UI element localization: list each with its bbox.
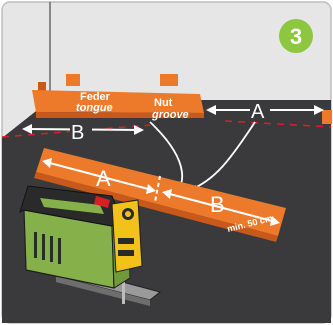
tongue-label: tongue xyxy=(76,102,113,114)
spacer-block xyxy=(160,74,178,86)
offcut-board xyxy=(32,90,204,118)
dim-b-left-label: B xyxy=(71,122,84,144)
groove-label: groove xyxy=(151,109,189,121)
jigsaw-blade xyxy=(122,270,125,304)
dimension-a-board xyxy=(42,158,156,194)
guide-line-left xyxy=(1,124,151,138)
jigsaw xyxy=(19,185,162,306)
spacer-block xyxy=(66,74,80,86)
spacer-block xyxy=(322,110,332,124)
dim-a-board-label: A xyxy=(96,166,111,191)
cut-line xyxy=(154,175,161,203)
step-badge xyxy=(279,19,313,53)
dim-a-top-label: A xyxy=(251,101,265,123)
jigsaw-trigger xyxy=(94,196,110,208)
dimension-b-board xyxy=(162,189,280,226)
board-to-cut xyxy=(34,148,286,242)
dim-b-board-label: B xyxy=(210,192,225,217)
nut-label: Nut xyxy=(154,97,173,109)
step-number: 3 xyxy=(290,24,302,49)
guide-line-right xyxy=(224,120,332,128)
feder-label: Feder xyxy=(80,91,111,103)
dimension-a-top xyxy=(206,100,324,120)
dimension-b-left xyxy=(22,120,144,140)
spacer-block xyxy=(38,82,46,96)
